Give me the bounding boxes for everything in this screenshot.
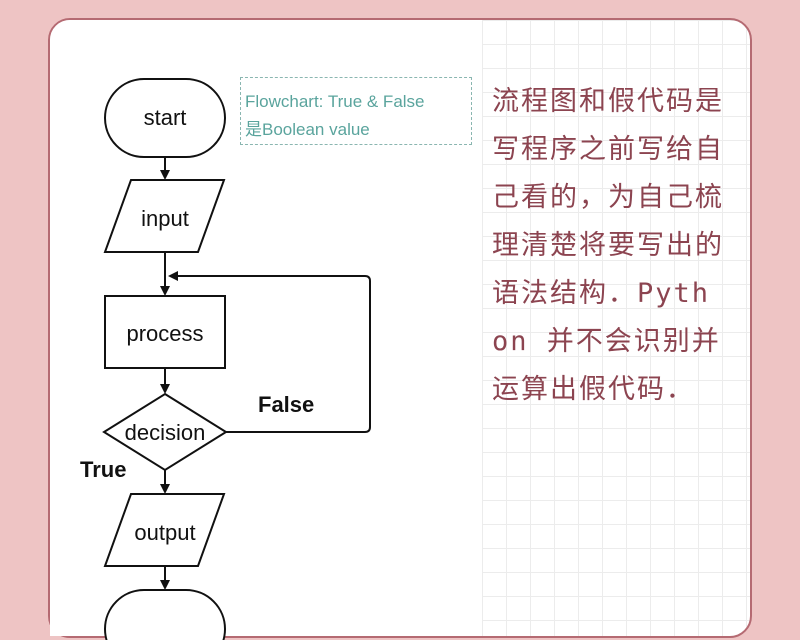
true-label: True: [80, 457, 126, 482]
output-shape: [103, 493, 226, 567]
note-line-2: 是Boolean value: [245, 120, 370, 139]
process-label: process: [126, 321, 203, 346]
start-label: start: [144, 105, 187, 130]
input-label: input: [141, 206, 189, 231]
note-line-1: Flowchart: True & False: [245, 92, 425, 111]
pseudocode-description: 流程图和假代码是写程序之前写给自己看的，为自己梳理清楚将要写出的语法结构．Pyt…: [492, 86, 724, 405]
output-label: output: [134, 520, 195, 545]
false-label: False: [258, 392, 314, 417]
decision-label: decision: [125, 420, 206, 445]
flowchart-note: Flowchart: True & False 是Boolean value: [240, 77, 472, 145]
input-shape: [103, 179, 226, 253]
end-terminal: [104, 589, 226, 640]
content-card: start input process decision False True …: [48, 18, 752, 640]
false-loop-arrow: [168, 271, 371, 433]
process-box: [104, 295, 226, 369]
